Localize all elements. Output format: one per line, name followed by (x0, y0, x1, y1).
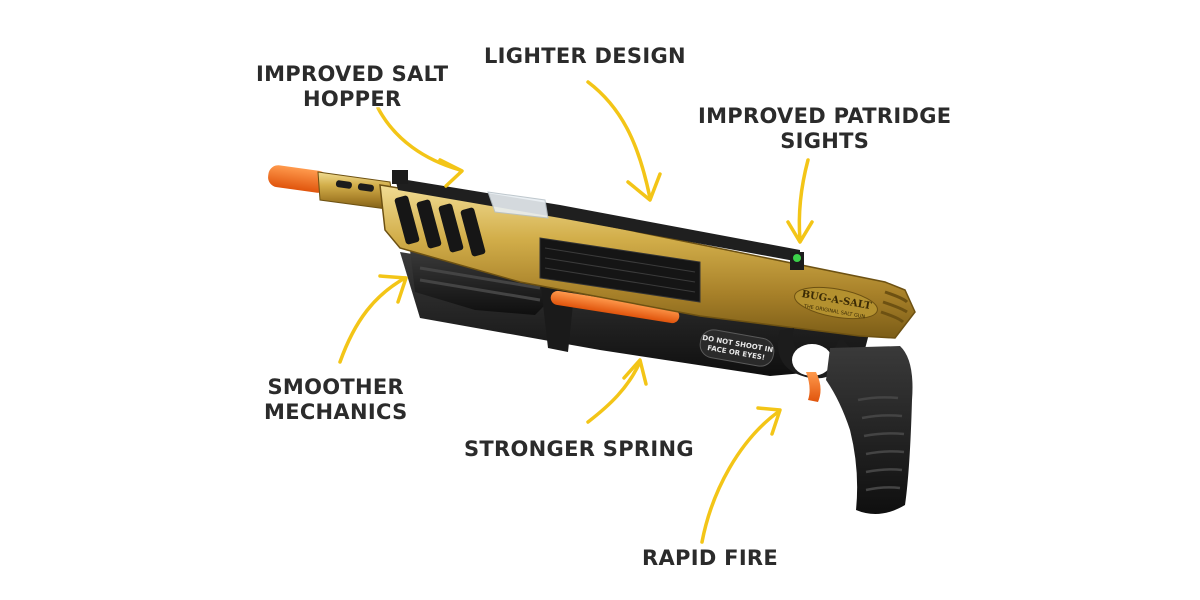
callout-lighter-design-text: LIGHTER DESIGN (484, 44, 686, 68)
arrow-rapid-fire-icon (700, 406, 782, 544)
callout-patridge-sights-line1: IMPROVED PATRIDGE (698, 104, 952, 128)
callout-patridge-sights-line2: SIGHTS (780, 129, 870, 153)
callout-smoother-mechanics-line1: SMOOTHER (267, 375, 405, 399)
barrel-shroud (317, 171, 395, 211)
brand-badge: BUG-A-SALT THE ORIGINAL SALT GUN (794, 286, 878, 320)
spring-slot (550, 290, 680, 324)
callout-stronger-spring: STRONGER SPRING (464, 437, 694, 462)
arrow-smoother-mechanics-icon (338, 274, 408, 364)
callout-improved-salt-hopper: IMPROVED SALT HOPPER (256, 62, 448, 112)
arrow-salt-hopper-icon (376, 106, 464, 188)
callout-stronger-spring-text: STRONGER SPRING (464, 437, 694, 461)
callout-improved-patridge-sights: IMPROVED PATRIDGE SIGHTS (698, 104, 951, 154)
salt-hopper (487, 191, 549, 219)
callout-smoother-mechanics: SMOOTHER MECHANICS (264, 375, 408, 425)
callout-lighter-design: LIGHTER DESIGN (484, 44, 686, 69)
rear-sight (392, 170, 408, 184)
callout-arrows (338, 80, 814, 544)
callout-smoother-mechanics-line2: MECHANICS (264, 400, 408, 424)
front-sight (790, 252, 804, 270)
callout-rapid-fire-text: RAPID FIRE (642, 546, 779, 570)
callout-rapid-fire: RAPID FIRE (642, 546, 778, 571)
callout-salt-hopper-line2: HOPPER (302, 87, 402, 111)
arrow-patridge-sights-icon (786, 158, 814, 244)
pistol-grip (826, 346, 913, 514)
arrow-lighter-design-icon (586, 80, 662, 202)
callout-salt-hopper-line1: IMPROVED SALT (256, 62, 449, 86)
arrow-stronger-spring-icon (586, 358, 648, 424)
muzzle-tip (268, 165, 328, 193)
warning-label: DO NOT SHOOT IN FACE OR EYES! (699, 329, 775, 367)
